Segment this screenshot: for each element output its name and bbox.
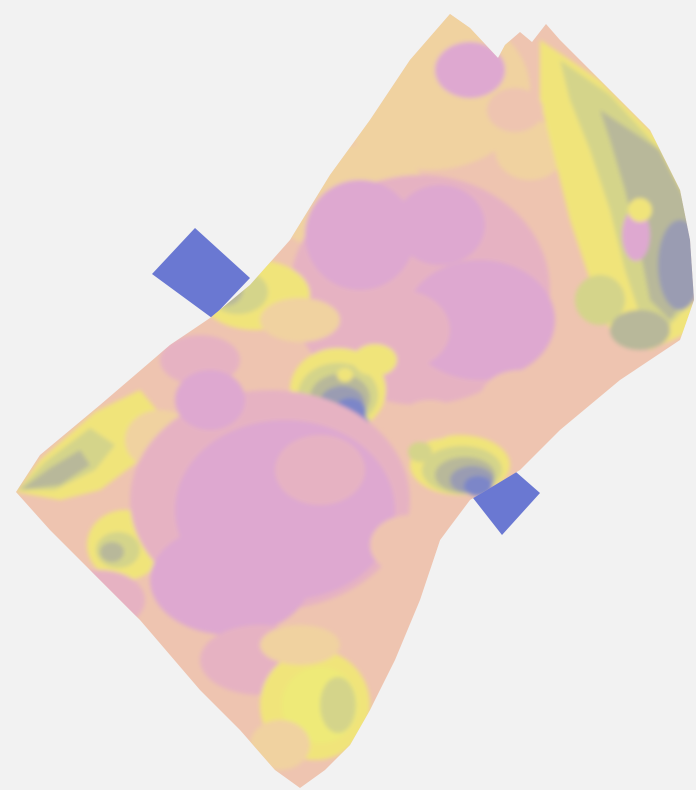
left-blue-flap [152, 228, 250, 318]
